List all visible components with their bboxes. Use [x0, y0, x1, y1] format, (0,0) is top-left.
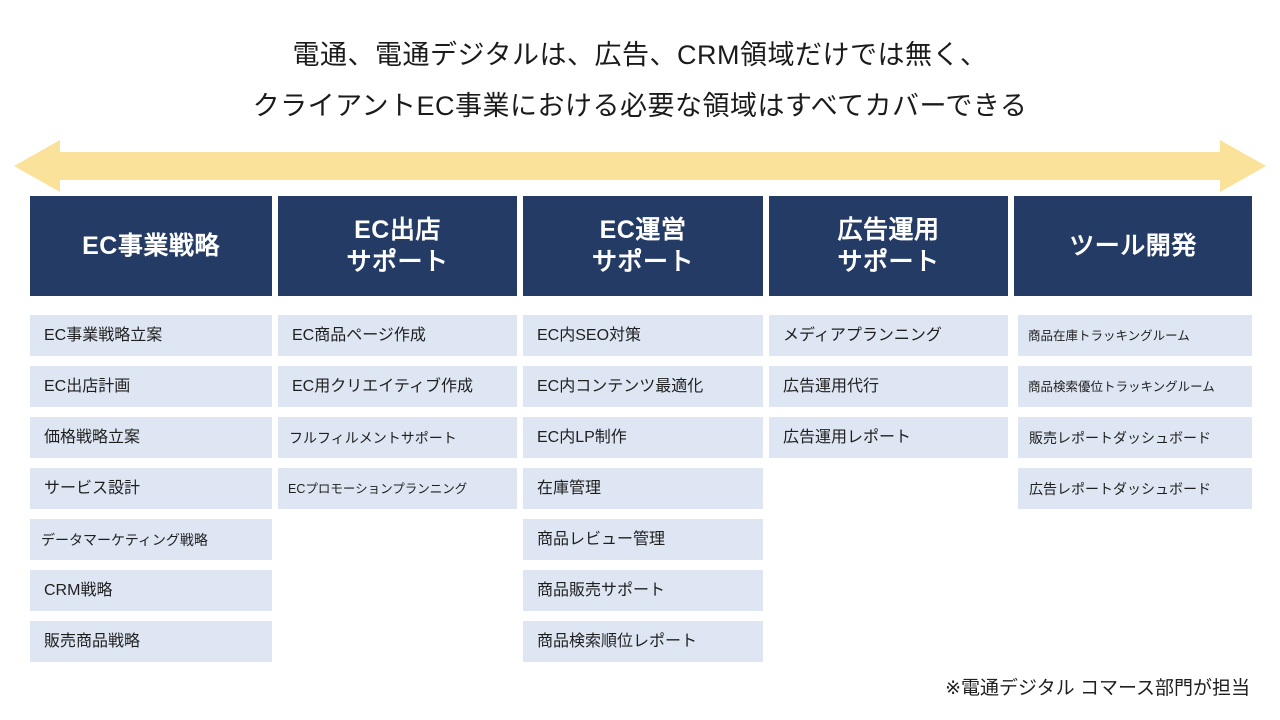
column-ec-operation-support: EC運営 サポート EC内SEO対策 EC内コンテンツ最適化 EC内LP制作 在…: [523, 196, 763, 662]
list-item[interactable]: 広告レポートダッシュボード: [1018, 468, 1252, 509]
list-item[interactable]: 商品検索順位レポート: [523, 621, 763, 662]
column-items-3: EC内SEO対策 EC内コンテンツ最適化 EC内LP制作 在庫管理 商品レビュー…: [523, 315, 763, 662]
list-item[interactable]: 商品レビュー管理: [523, 519, 763, 560]
column-ec-business-strategy: EC事業戦略 EC事業戦略立案 EC出店計画 価格戦略立案 サービス設計 データ…: [30, 196, 272, 662]
list-item[interactable]: ECプロモーションプランニング: [278, 468, 517, 509]
coverage-arrow: [14, 140, 1266, 192]
list-item[interactable]: EC内LP制作: [523, 417, 763, 458]
list-item[interactable]: 商品在庫トラッキングルーム: [1018, 315, 1252, 356]
list-item[interactable]: EC事業戦略立案: [30, 315, 272, 356]
list-item[interactable]: 商品販売サポート: [523, 570, 763, 611]
column-header-2: EC出店 サポート: [278, 196, 517, 296]
list-item[interactable]: 販売商品戦略: [30, 621, 272, 662]
column-items-4: メディアプランニング 広告運用代行 広告運用レポート: [769, 315, 1008, 458]
column-items-5: 商品在庫トラッキングルーム 商品検索優位トラッキングルーム 販売レポートダッシュ…: [1018, 315, 1252, 509]
list-item[interactable]: 在庫管理: [523, 468, 763, 509]
list-item[interactable]: EC出店計画: [30, 366, 272, 407]
column-tool-development: ツール開発 商品在庫トラッキングルーム 商品検索優位トラッキングルーム 販売レポ…: [1014, 196, 1252, 509]
double-headed-arrow-icon: [14, 140, 1266, 192]
column-header-3: EC運営 サポート: [523, 196, 763, 296]
list-item[interactable]: フルフィルメントサポート: [278, 417, 517, 458]
list-item[interactable]: 価格戦略立案: [30, 417, 272, 458]
list-item[interactable]: EC用クリエイティブ作成: [278, 366, 517, 407]
column-header-4: 広告運用 サポート: [769, 196, 1008, 296]
list-item[interactable]: サービス設計: [30, 468, 272, 509]
column-items-1: EC事業戦略立案 EC出店計画 価格戦略立案 サービス設計 データマーケティング…: [30, 315, 272, 662]
column-ec-launch-support: EC出店 サポート EC商品ページ作成 EC用クリエイティブ作成 フルフィルメン…: [278, 196, 517, 509]
list-item[interactable]: EC内SEO対策: [523, 315, 763, 356]
list-item[interactable]: CRM戦略: [30, 570, 272, 611]
list-item[interactable]: メディアプランニング: [769, 315, 1008, 356]
coverage-columns: EC事業戦略 EC事業戦略立案 EC出店計画 価格戦略立案 サービス設計 データ…: [30, 196, 1256, 686]
list-item[interactable]: EC内コンテンツ最適化: [523, 366, 763, 407]
list-item[interactable]: 広告運用レポート: [769, 417, 1008, 458]
list-item[interactable]: 販売レポートダッシュボード: [1018, 417, 1252, 458]
column-ad-operation-support: 広告運用 サポート メディアプランニング 広告運用代行 広告運用レポート: [769, 196, 1008, 458]
page-title-line-1: 電通、電通デジタルは、広告、CRM領域だけでは無く、: [292, 40, 988, 70]
footnote: ※電通デジタル コマース部門が担当: [945, 678, 1250, 699]
column-header-1: EC事業戦略: [30, 196, 272, 296]
page-title-line-2: クライアントEC事業における必要な領域はすべてカバーできる: [252, 91, 1028, 121]
list-item[interactable]: データマーケティング戦略: [30, 519, 272, 560]
page-title: 電通、電通デジタルは、広告、CRM領域だけでは無く、 クライアントEC事業におけ…: [0, 30, 1280, 132]
column-header-5: ツール開発: [1014, 196, 1252, 296]
column-items-2: EC商品ページ作成 EC用クリエイティブ作成 フルフィルメントサポート ECプロ…: [278, 315, 517, 509]
list-item[interactable]: 商品検索優位トラッキングルーム: [1018, 366, 1252, 407]
list-item[interactable]: 広告運用代行: [769, 366, 1008, 407]
list-item[interactable]: EC商品ページ作成: [278, 315, 517, 356]
